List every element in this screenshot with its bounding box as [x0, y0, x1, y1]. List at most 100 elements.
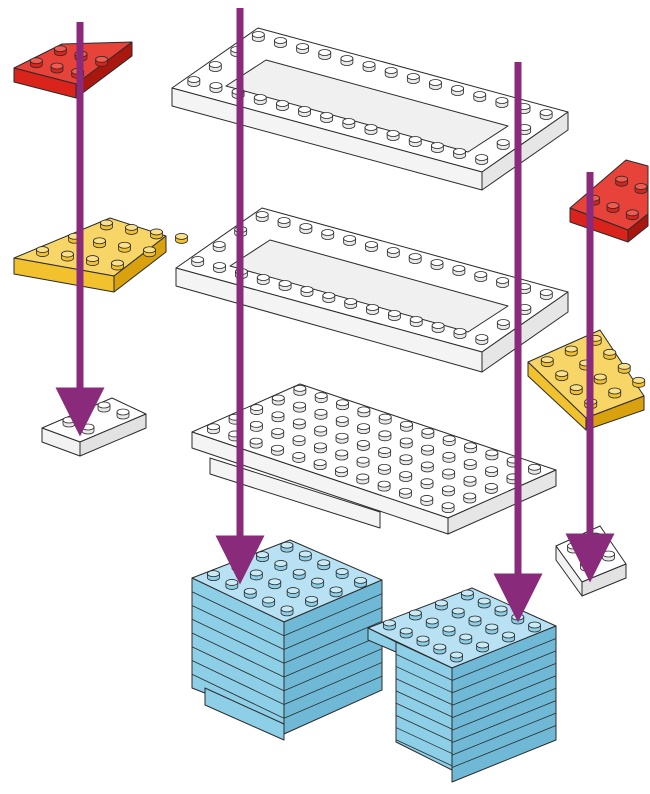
stud — [29, 57, 43, 69]
stud — [344, 298, 358, 309]
stud — [271, 444, 284, 456]
stud — [278, 280, 292, 291]
stud — [275, 100, 289, 111]
stud — [451, 85, 465, 96]
stud — [271, 428, 285, 439]
stud — [274, 37, 287, 48]
stud — [249, 437, 263, 449]
brick-course-line — [395, 678, 453, 706]
stud — [318, 49, 332, 60]
stud — [356, 456, 370, 468]
stud — [293, 401, 307, 413]
stud — [187, 76, 201, 87]
stud — [86, 255, 99, 266]
stud — [271, 394, 285, 406]
stud — [314, 408, 328, 420]
stud — [617, 362, 631, 374]
stud — [335, 568, 349, 579]
stud — [475, 154, 489, 165]
stud — [464, 442, 477, 454]
stud — [356, 440, 370, 451]
stud — [387, 310, 401, 321]
stud — [477, 597, 491, 609]
stud — [511, 613, 525, 625]
white-frame-middle — [175, 207, 569, 373]
stud — [335, 449, 349, 461]
stud — [212, 241, 226, 252]
stud — [528, 621, 541, 633]
stud — [632, 376, 646, 388]
brick-course-line — [283, 607, 383, 650]
brick-course-line — [395, 714, 453, 742]
stud — [262, 596, 276, 608]
white-plate-left-small — [41, 397, 147, 457]
stud — [256, 274, 270, 285]
stud — [580, 560, 593, 572]
stud — [496, 277, 510, 288]
stud — [539, 109, 553, 120]
stud — [593, 373, 607, 385]
stud — [298, 550, 312, 562]
stud — [286, 587, 300, 598]
stud — [484, 483, 498, 494]
stud — [356, 473, 370, 485]
stud — [62, 416, 76, 428]
stud — [555, 370, 569, 382]
stud — [357, 423, 371, 435]
stud — [292, 418, 306, 430]
brick-course-line — [451, 712, 557, 756]
brick-course-line — [395, 739, 453, 767]
stud — [399, 627, 413, 639]
stud — [357, 406, 371, 418]
stud — [95, 55, 109, 67]
stud — [311, 577, 325, 589]
brick-course-line — [395, 666, 453, 693]
stud — [539, 289, 553, 300]
stud — [249, 569, 263, 581]
stud — [207, 570, 220, 582]
stud — [473, 91, 487, 102]
stud — [377, 480, 391, 492]
stud — [441, 485, 455, 497]
stud — [564, 345, 578, 357]
brick-course-line — [451, 675, 557, 719]
stud — [421, 427, 435, 439]
stud — [50, 62, 64, 74]
stud — [634, 183, 648, 194]
stud — [292, 435, 306, 447]
stud — [61, 250, 74, 262]
stud — [335, 416, 349, 427]
stud — [567, 542, 580, 554]
red-plate-right — [569, 159, 649, 243]
stud — [298, 106, 311, 117]
stud — [53, 45, 67, 57]
stud — [365, 241, 378, 252]
stud — [208, 61, 222, 72]
stud — [213, 262, 226, 273]
brick-course-line — [451, 687, 557, 731]
stud — [362, 61, 376, 72]
stud — [243, 587, 257, 599]
stud — [408, 609, 422, 621]
stud — [100, 219, 113, 231]
stud — [329, 586, 343, 598]
stud — [340, 55, 354, 66]
brick-course-line — [283, 593, 383, 637]
stud — [97, 401, 111, 413]
blue-block-right — [367, 587, 557, 783]
stud — [249, 420, 263, 432]
stud — [463, 492, 477, 504]
stud — [420, 461, 434, 473]
stud — [602, 550, 615, 562]
stud — [143, 246, 156, 258]
stud — [451, 607, 465, 619]
stud — [378, 413, 392, 425]
stud — [313, 459, 327, 471]
stud — [271, 411, 285, 423]
stud — [343, 235, 357, 246]
stud — [313, 442, 327, 454]
stud — [118, 241, 131, 253]
brick-course-line — [191, 660, 285, 705]
yellow-plate-left — [13, 217, 188, 293]
